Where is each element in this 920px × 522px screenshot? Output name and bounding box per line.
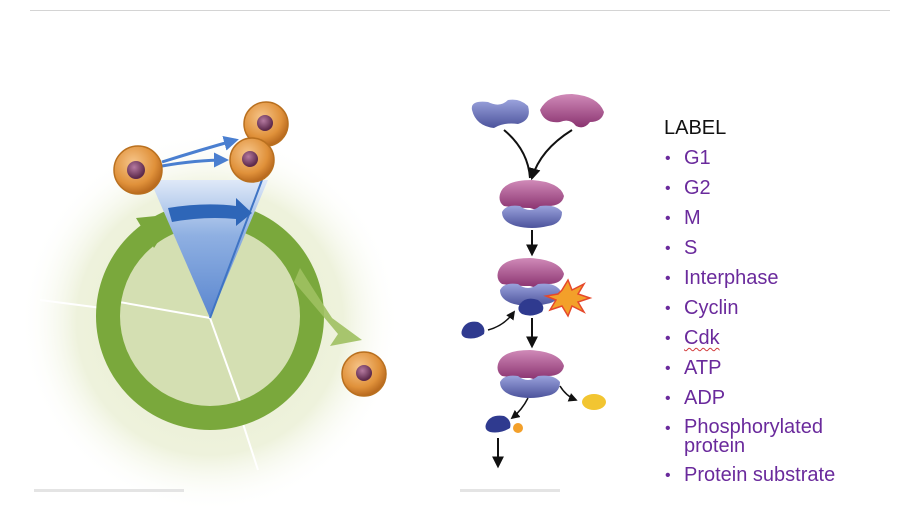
label-title: LABEL <box>664 117 727 139</box>
label-item-protein-substrate: •Protein substrate <box>665 464 836 486</box>
division-arrow-lower <box>161 152 229 168</box>
label-item-interphase: •Interphase <box>665 267 779 289</box>
adp-arrow <box>559 385 578 402</box>
exit-arrow <box>294 268 362 346</box>
label-item-phosphorylated-protein: •Phosphorylated protein <box>665 416 823 457</box>
faint-caption-right <box>460 489 560 492</box>
top-divider <box>30 10 890 11</box>
label-item-cyclin: •Cyclin <box>665 297 739 319</box>
label-item-cdk: •Cdk <box>665 327 720 349</box>
cyclin-free <box>540 94 604 128</box>
atp-molecule <box>461 321 485 339</box>
daughter-cell-bottom <box>229 137 275 183</box>
parent-cell <box>113 145 163 195</box>
cyclin-cdk-complex-3 <box>497 350 564 398</box>
phosphorylated-protein <box>485 415 511 433</box>
label-item-atp: •ATP <box>665 357 722 379</box>
cdk-pathway <box>461 94 606 469</box>
m-phase-arrow <box>168 198 252 226</box>
phosphate-group <box>513 423 523 433</box>
atp-bound <box>518 298 544 316</box>
division-arrow-upper <box>161 135 239 164</box>
cell-cycle-wheel <box>20 132 400 512</box>
product-arrow <box>510 397 529 420</box>
activation-burst <box>543 278 593 318</box>
label-list: •G1 •G2 •M •S •Interphase •Cyclin •Cdk •… <box>664 148 904 486</box>
label-item-s: •S <box>665 237 698 259</box>
phase-line <box>107 299 211 319</box>
label-item-g1: •G1 <box>665 147 711 169</box>
ring-arrowhead <box>136 214 176 248</box>
label-panel: LABEL •G1 •G2 •M •S •Interphase •Cyclin … <box>664 116 904 495</box>
merge-arrow <box>528 129 573 181</box>
cyclin-cdk-complex-1 <box>499 180 564 228</box>
atp-arrow <box>487 310 516 331</box>
adp-molecule <box>582 394 606 410</box>
exiting-cell <box>341 351 387 397</box>
faint-caption-left <box>34 489 184 492</box>
label-item-adp: •ADP <box>665 387 726 409</box>
cdk-free <box>471 99 529 128</box>
daughter-cell-top <box>243 101 289 147</box>
label-item-g2: •G2 <box>665 177 711 199</box>
merge-stroke-left <box>503 129 531 179</box>
cyclin-cdk-complex-2 <box>497 258 564 316</box>
label-item-m: •M <box>665 207 701 229</box>
m-phase-edge <box>209 179 263 319</box>
